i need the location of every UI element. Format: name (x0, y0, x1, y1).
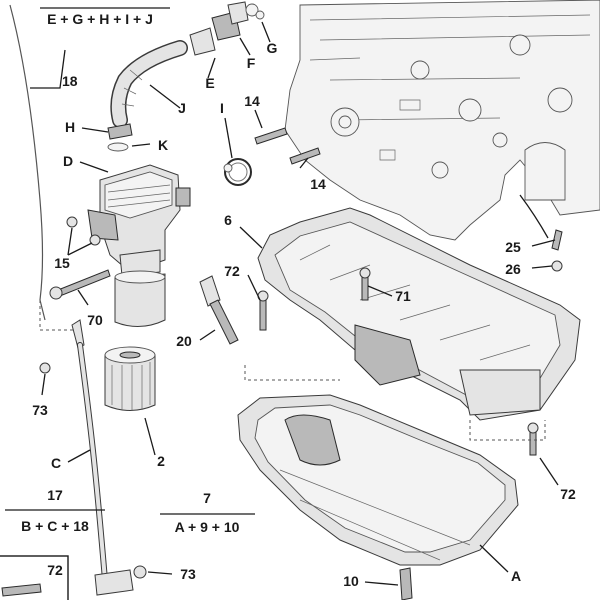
group-header-7: 7 A + 9 + 10 (160, 490, 255, 535)
label-10: 10 (343, 573, 359, 589)
group-17-number: 17 (47, 487, 63, 503)
mounting-bolts (49, 216, 111, 300)
label-F: F (247, 55, 256, 71)
group-header-17: 17 B + C + 18 (5, 487, 105, 534)
label-73-left: 73 (32, 402, 48, 418)
label-72-right: 72 (560, 486, 576, 502)
label-E: E (205, 75, 214, 91)
filter-cartridge-upper (114, 270, 166, 327)
label-14-lower: 14 (310, 176, 326, 192)
group-7-label: A + 9 + 10 (175, 519, 240, 535)
group-header-top-left: E + G + H + I + J (40, 7, 170, 27)
hose-clip (107, 123, 133, 152)
label-2: 2 (157, 453, 165, 469)
label-C: C (51, 455, 61, 471)
drain-plug (399, 567, 413, 600)
label-18: 18 (62, 73, 78, 89)
oil-filter-housing (87, 164, 191, 277)
label-14-upper: 14 (244, 93, 260, 109)
group-17-label: B + C + 18 (21, 518, 89, 534)
label-26: 26 (505, 261, 521, 277)
bolt-71 (359, 267, 371, 301)
label-6: 6 (224, 212, 232, 228)
oil-pan (237, 394, 519, 566)
label-D: D (63, 153, 73, 169)
inset-72-label: 72 (47, 562, 63, 578)
oil-level-sensor (199, 275, 239, 345)
breather-hose (110, 40, 188, 128)
bolt-73 (39, 362, 147, 579)
bracket-dash (469, 420, 546, 441)
label-J: J (178, 100, 186, 116)
dipstick-assembly (9, 4, 134, 596)
label-71: 71 (395, 288, 411, 304)
dipstick-dash (39, 300, 75, 331)
label-H: H (65, 119, 75, 135)
part-labels: 18 E F G J H K I D 14 14 15 70 72 6 71 2… (32, 40, 576, 589)
o-ring (223, 158, 252, 186)
label-70: 70 (87, 312, 103, 328)
label-G: G (267, 40, 278, 56)
label-15: 15 (54, 255, 70, 271)
label-25: 25 (505, 239, 521, 255)
label-72-upper: 72 (224, 263, 240, 279)
sensor-dash (244, 365, 340, 381)
studs (254, 127, 321, 165)
leader-lines (30, 21, 559, 586)
group-7-number: 7 (203, 490, 211, 506)
group-top-left-label: E + G + H + I + J (47, 11, 153, 27)
engine-block (284, 0, 600, 241)
label-73-bottom: 73 (180, 566, 196, 582)
label-I: I (220, 100, 224, 116)
label-A: A (511, 568, 521, 584)
inset-box-72: 72 (0, 555, 69, 600)
block-leader (519, 194, 549, 239)
bolt-25 (551, 229, 563, 272)
pcv-valve (189, 1, 265, 56)
oil-filter (104, 346, 156, 411)
upper-sump-housing (257, 207, 581, 421)
label-20: 20 (176, 333, 192, 349)
bolt-72-right (527, 422, 539, 456)
bolt-72-upper (257, 290, 269, 331)
label-K: K (158, 137, 168, 153)
